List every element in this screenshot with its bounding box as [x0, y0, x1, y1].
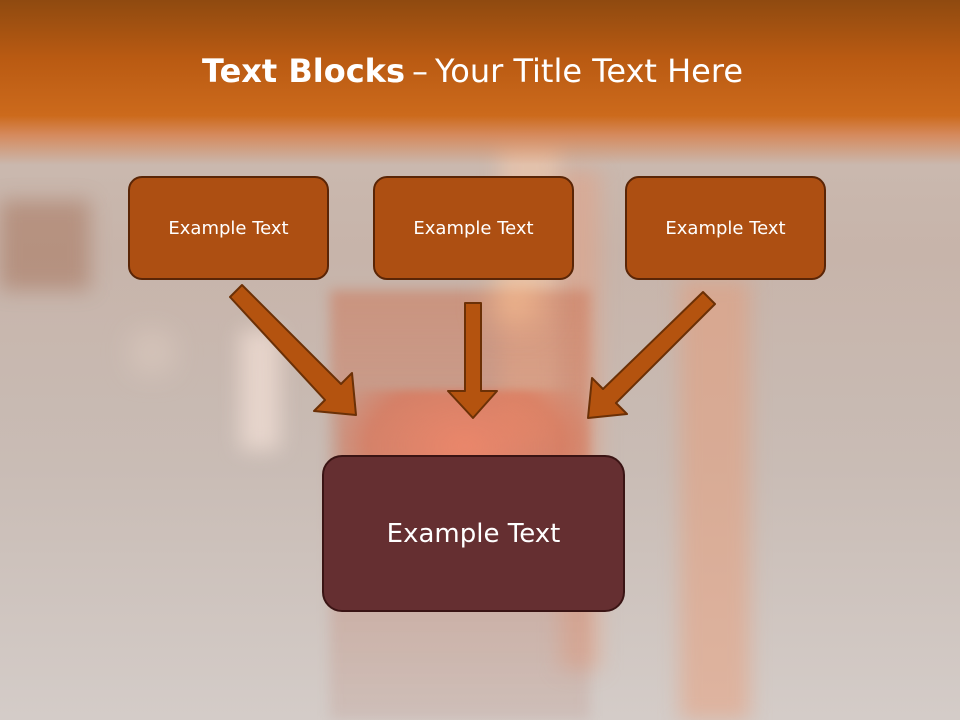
- text-block-2[interactable]: Example Text: [373, 176, 574, 280]
- text-block-1-label: Example Text: [168, 217, 289, 239]
- title-bold: Text Blocks: [201, 52, 405, 90]
- target-text-block[interactable]: Example Text: [322, 455, 625, 612]
- title-separator: –: [411, 52, 428, 90]
- arrow-left: [229, 284, 357, 416]
- header-band: [0, 0, 960, 165]
- text-block-3[interactable]: Example Text: [625, 176, 826, 280]
- text-block-2-label: Example Text: [413, 217, 534, 239]
- text-block-1[interactable]: Example Text: [128, 176, 329, 280]
- title-rest: Your Title Text Here: [434, 52, 743, 90]
- arrow-right: [587, 291, 716, 419]
- text-block-3-label: Example Text: [665, 217, 786, 239]
- target-text-block-label: Example Text: [386, 518, 561, 549]
- slide-title: Text Blocks–Your Title Text Here: [0, 52, 945, 90]
- arrow-center: [447, 302, 498, 419]
